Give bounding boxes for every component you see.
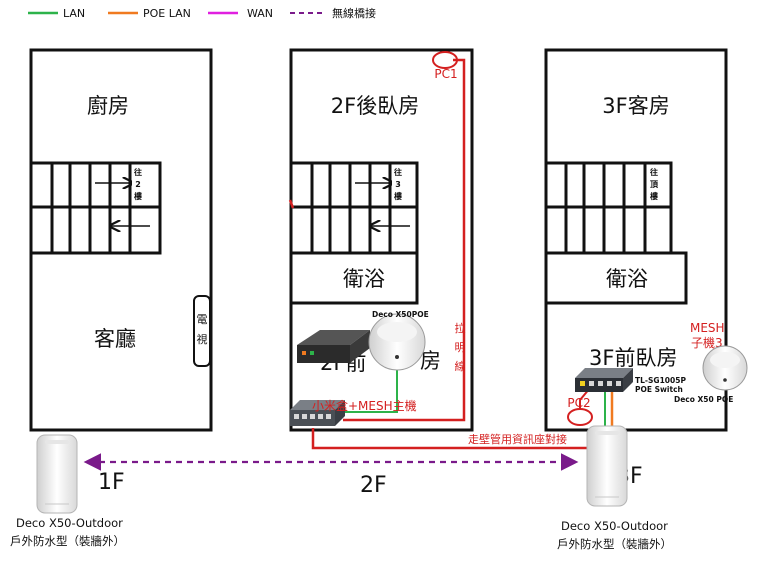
pc1-label: PC1 (434, 67, 457, 81)
outdoor-right-desc: 戶外防水型（裝牆外） (557, 537, 672, 551)
router-box-2f (297, 330, 370, 363)
living-room-label: 客廳 (94, 327, 136, 351)
f2-stairs-note-3: 樓 (394, 191, 402, 201)
floor2-bathroom-label: 衛浴 (343, 267, 385, 291)
floor2-stairs: 往 3 樓 (291, 161, 419, 253)
deco-x50poe-3f (702, 345, 748, 391)
floor1-stairs: 往 2 樓 (31, 161, 162, 255)
floor2-bathroom (289, 251, 419, 305)
floor2-front-room-suffix: 房 (420, 349, 441, 373)
floor3-plan: 3F客房 往 頂 樓 衛浴 3F前臥房 MESH 子機3 (544, 48, 728, 432)
floor2-plan: 2F後臥房 往 3 樓 衛浴 2F前 房 (289, 48, 474, 432)
pc1-marker (432, 51, 458, 69)
deco-x50poe-3f-label: Deco X50 POE (674, 395, 733, 404)
switch-2f (290, 400, 345, 426)
floor-label-2f: 2F (360, 473, 387, 498)
pull-cable-label-2: 明 (455, 341, 466, 354)
tv-label-2: 視 (197, 332, 208, 346)
f1-stairs-note-1: 往 (134, 167, 142, 177)
f2-stairs-note-2: 3 (395, 180, 401, 189)
f3-stairs-note-2: 頂 (650, 180, 659, 189)
legend-lan-label: LAN (63, 7, 85, 20)
f3-stairs-note-1: 往 (650, 167, 658, 177)
mesh-sub-label-2: 子機3 (691, 335, 723, 350)
floor1-outline (29, 48, 213, 432)
f1-stairs-note-2: 2 (135, 180, 141, 189)
f2-stairs-note-1: 往 (394, 167, 402, 177)
kitchen-label: 廚房 (87, 94, 129, 118)
tv-icon (193, 295, 211, 367)
floor3-room-label: 3F客房 (602, 94, 669, 118)
outdoor-unit-right (586, 425, 628, 507)
poe-switch-type: POE Switch (635, 385, 683, 394)
outdoor-right-model: Deco X50-Outdoor (561, 519, 668, 533)
floor3-bathroom (544, 251, 688, 305)
floor-label-1f: 1F (98, 470, 125, 495)
floor3-bathroom-label: 衛浴 (606, 267, 648, 291)
pc2-marker (567, 408, 593, 426)
outdoor-left-model: Deco X50-Outdoor (16, 516, 123, 530)
floor3-outline (544, 48, 728, 432)
floor2-outline (289, 48, 474, 432)
floor1-plan: 廚房 往 2 樓 客廳 電 視 (29, 48, 213, 432)
pull-cable-label-1: 拉 (455, 321, 466, 335)
switch-2f-label: 小米盒+MESH主機 (312, 398, 417, 413)
mesh-sub-label-1: MESH (690, 321, 725, 335)
poe-switch-model: TL-SG1005P (635, 376, 686, 385)
floor2-room-label: 2F後臥房 (331, 94, 419, 118)
floor3-front-room-label: 3F前臥房 (589, 346, 677, 370)
legend-wan-label: WAN (247, 7, 273, 20)
poe-switch-3f (575, 368, 633, 392)
floor3-stairs: 往 頂 樓 (546, 161, 673, 253)
f3-stairs-note-3: 樓 (650, 191, 658, 201)
outdoor-unit-left (36, 434, 78, 514)
pull-cable-label-3: 線 (455, 359, 466, 373)
conduit-note: 走壁管用資訊座對接 (468, 432, 567, 446)
pc2-label: PC2 (567, 396, 590, 410)
tv-label-1: 電 (197, 313, 208, 326)
legend-wireless-label: 無線橋接 (332, 6, 376, 20)
deco-x50poe-2f-label: Deco X50POE (372, 310, 429, 319)
deco-x50poe-2f (368, 313, 426, 371)
pull-cable-line (343, 58, 466, 422)
legend: LAN POE LAN WAN 無線橋接 (28, 6, 376, 20)
legend-poe-label: POE LAN (143, 7, 191, 20)
lan-2f-line (336, 360, 398, 413)
outdoor-left-desc: 戶外防水型（裝牆外） (10, 534, 125, 548)
wall-mark (288, 199, 295, 209)
f1-stairs-note-3: 樓 (134, 191, 142, 201)
